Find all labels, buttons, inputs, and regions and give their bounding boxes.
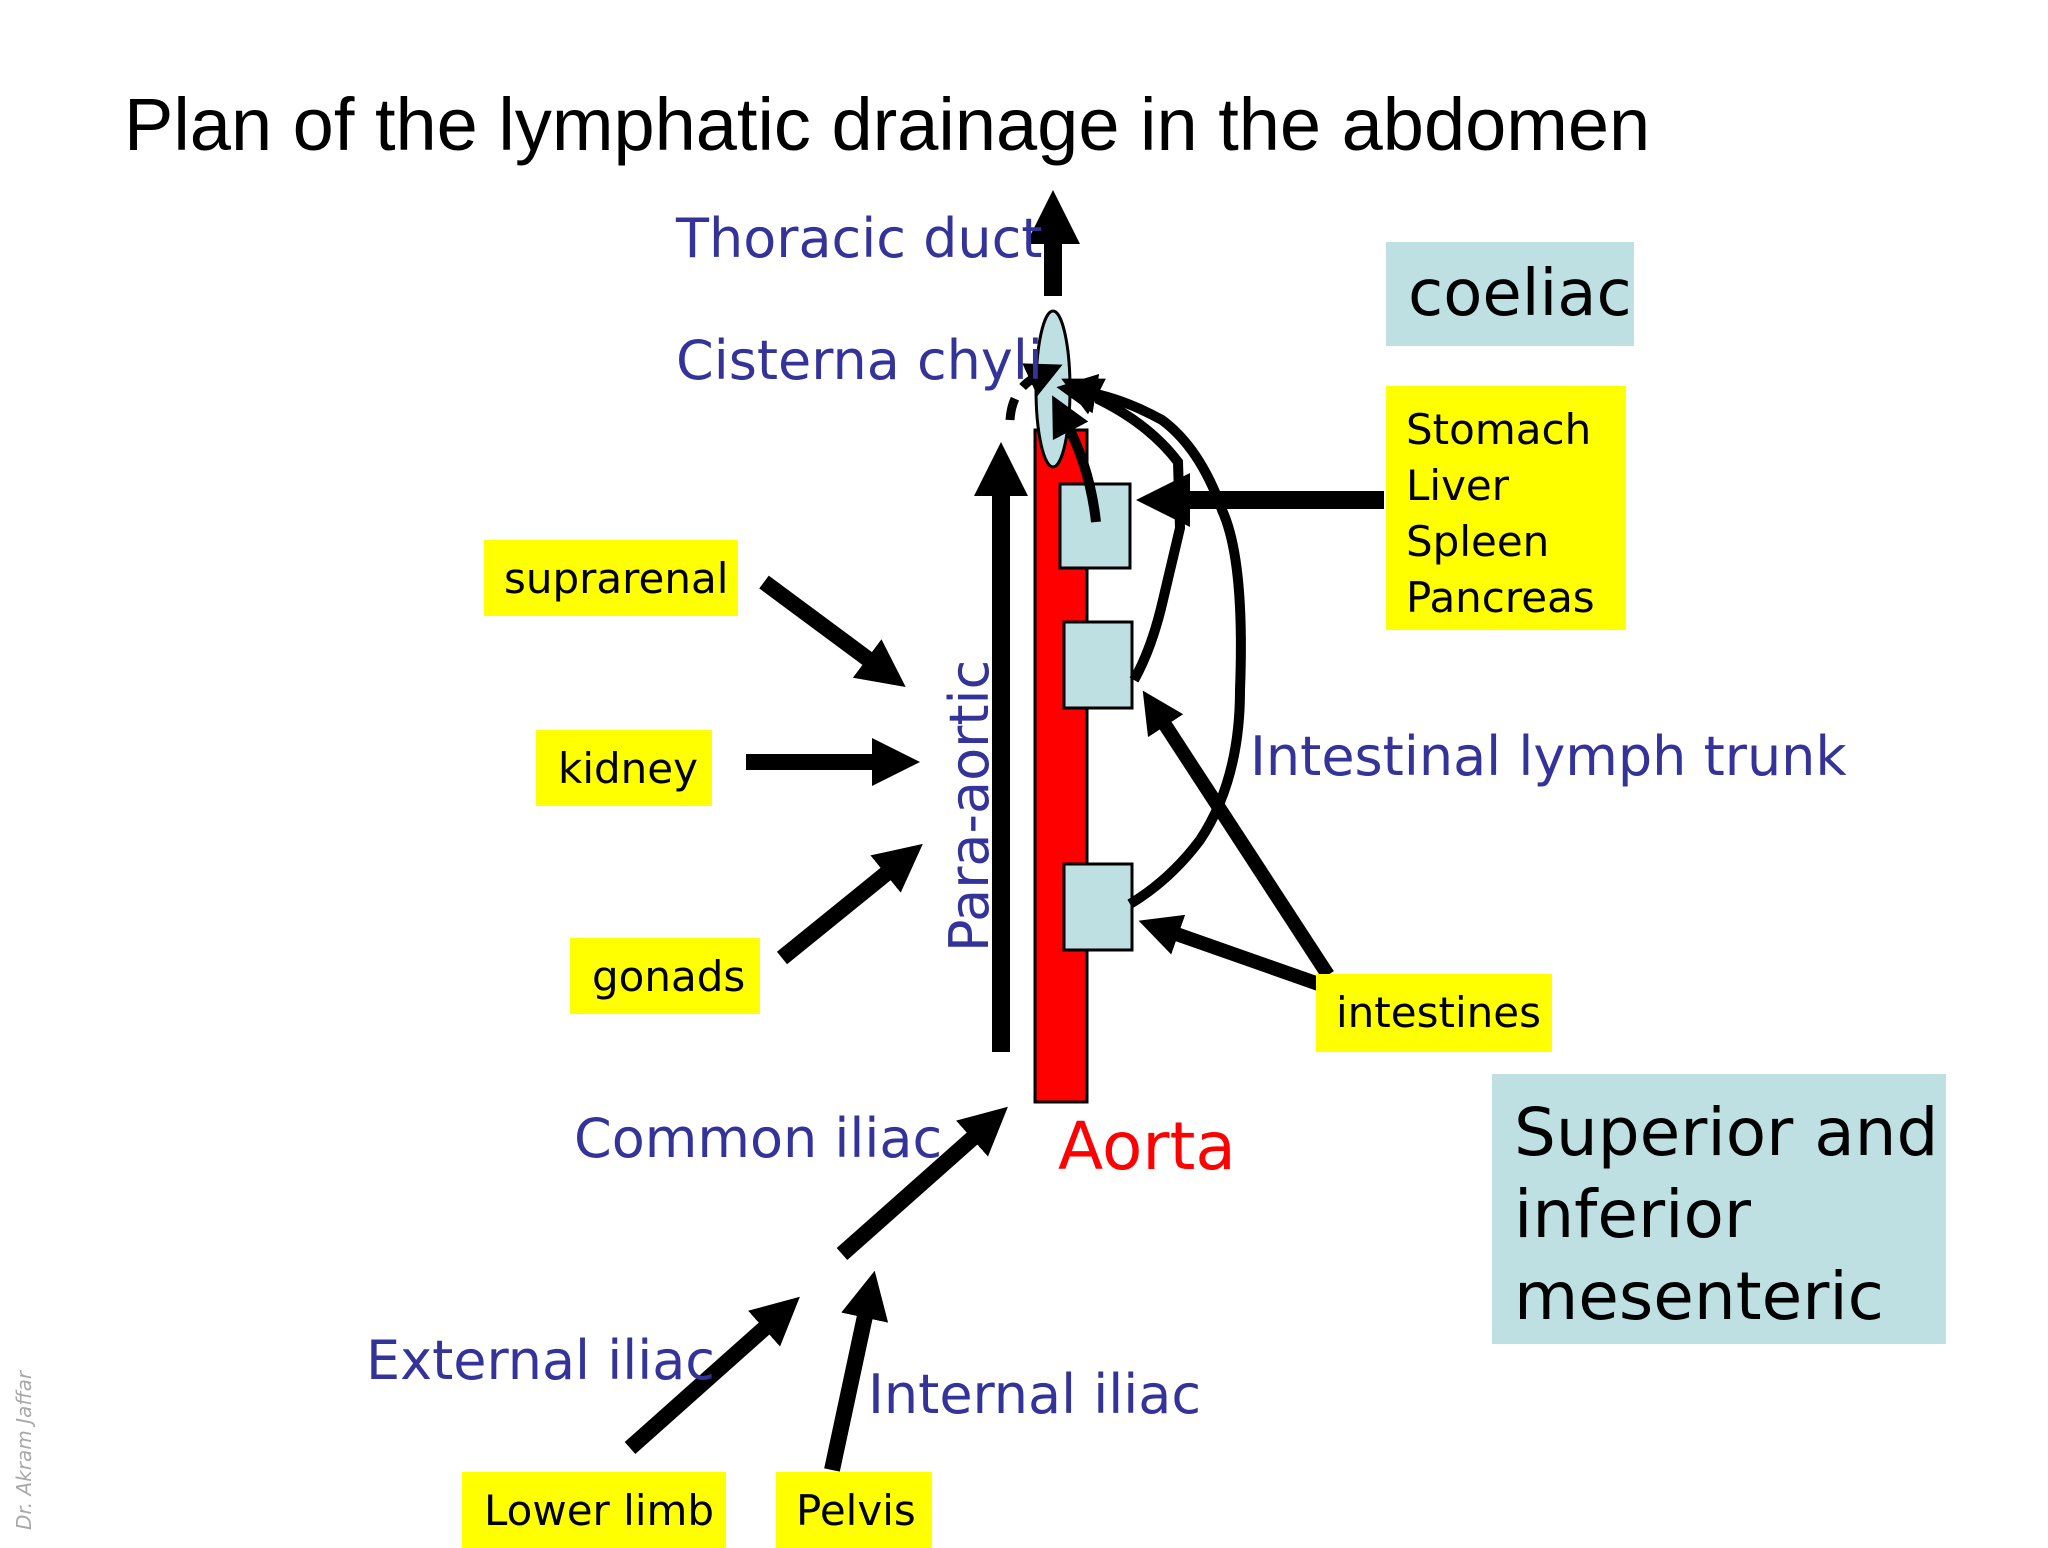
organ-item-liver: Liver (1406, 461, 1510, 510)
intestines-to-inferior-mesenteric-arrow (1138, 914, 1333, 995)
gonads-box: gonads (570, 938, 760, 1014)
suprarenal-box: suprarenal (484, 540, 738, 616)
organ-item-spleen: Spleen (1406, 517, 1550, 566)
coeliac-to-cisterna-arrow (1052, 395, 1101, 523)
common-iliac-label: Common iliac (574, 1107, 943, 1170)
coeliac-lymph-node (1058, 482, 1132, 570)
para-aortic-label: Para-aortic (938, 659, 1001, 952)
external-iliac-label: External iliac (366, 1329, 715, 1392)
internal-iliac-label: Internal iliac (868, 1363, 1202, 1426)
thoracic-duct-label: Thoracic duct (676, 207, 1043, 270)
intestines-box: intestines (1316, 974, 1552, 1052)
suprarenal-arrow (759, 575, 906, 688)
author-watermark: Dr. Akram Jaffar (12, 1370, 36, 1530)
organs-box: Stomach Liver Spleen Pancreas (1386, 386, 1626, 630)
organ-item-stomach: Stomach (1406, 405, 1592, 454)
intestinal-lymph-trunk-label: Intestinal lymph trunk (1250, 725, 1847, 788)
gonads-arrow (776, 843, 923, 965)
para-aortic-to-cisterna-dashed-arrow (1005, 363, 1063, 421)
pelvis-box: Pelvis (776, 1472, 932, 1548)
aorta-label: Aorta (1058, 1108, 1236, 1185)
para-aortic-label-wrapper: Para-aortic (938, 660, 1238, 964)
mesenteric-box: Superior and inferior mesenteric (1492, 1074, 1946, 1344)
organ-item-pancreas: Pancreas (1406, 573, 1595, 622)
intestinal-trunk-curve-inferior (1056, 373, 1246, 909)
lower-limb-box: Lower limb (462, 1472, 726, 1548)
coeliac-box: coeliac (1386, 242, 1634, 346)
superior-mesenteric-lymph-node (1062, 620, 1134, 710)
page-title: Plan of the lymphatic drainage in the ab… (124, 83, 1651, 166)
cisterna-chyli-label: Cisterna chyli (676, 329, 1043, 392)
internal-iliac-arrow (824, 1270, 889, 1472)
common-iliac-arrow (836, 1106, 1008, 1260)
intestines-to-superior-mesenteric-arrow (1142, 690, 1334, 979)
external-iliac-arrow (624, 1296, 800, 1454)
kidney-box: kidney (536, 730, 712, 806)
